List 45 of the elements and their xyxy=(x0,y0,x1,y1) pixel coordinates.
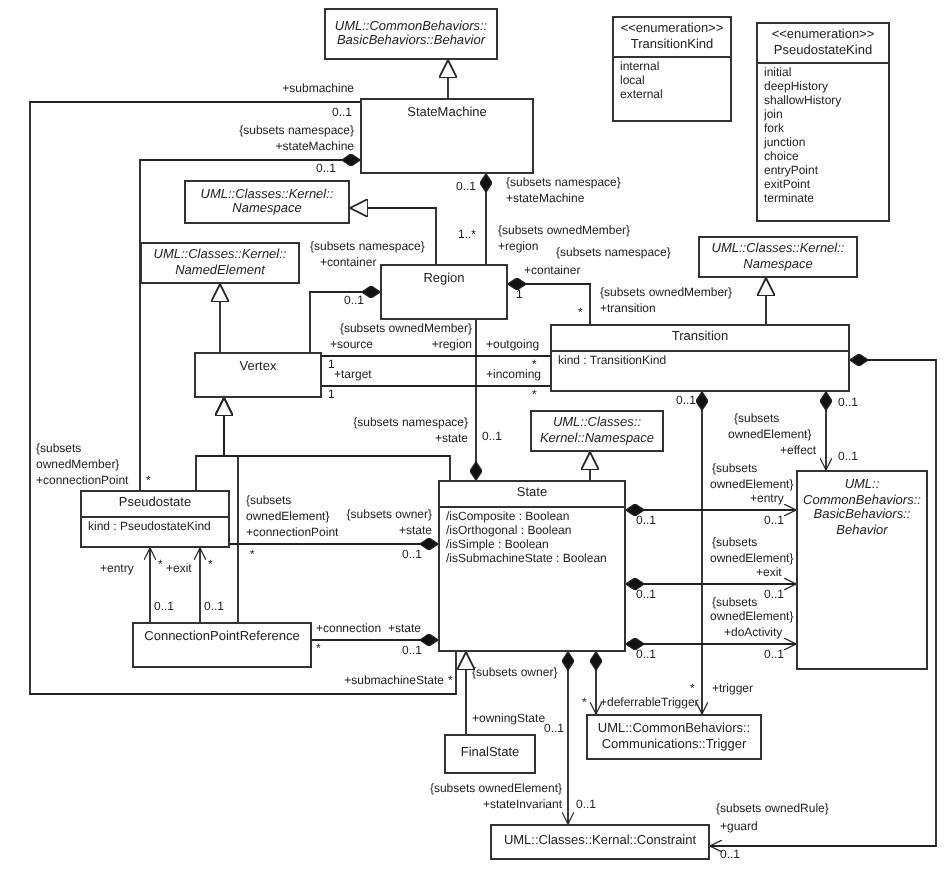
composition-line xyxy=(479,173,493,265)
generalization-arrow xyxy=(580,451,600,481)
generalization-arrow xyxy=(456,651,476,735)
association-line xyxy=(193,547,207,623)
class-box xyxy=(132,622,312,668)
enumeration-box xyxy=(756,22,890,222)
generalization-arrow xyxy=(756,277,776,325)
composition-line xyxy=(589,651,603,715)
composition-line xyxy=(229,537,439,551)
enumeration-box xyxy=(612,16,732,122)
class-box xyxy=(530,410,664,452)
composition-line xyxy=(561,651,575,825)
class-box xyxy=(438,480,626,652)
composition-line xyxy=(311,633,439,647)
association-line xyxy=(143,547,157,623)
class-box xyxy=(324,8,498,60)
composition-line xyxy=(709,353,937,853)
class-box xyxy=(586,714,762,760)
class-box xyxy=(698,236,858,278)
composition-line xyxy=(625,577,797,591)
association-line xyxy=(29,101,457,695)
class-box xyxy=(490,824,710,860)
class-box xyxy=(80,490,230,548)
composition-line xyxy=(139,153,361,491)
association-line xyxy=(321,355,551,357)
class-box xyxy=(140,242,300,284)
class-box xyxy=(184,180,350,224)
generalization-arrow xyxy=(349,198,437,265)
class-box xyxy=(194,352,322,398)
class-box xyxy=(550,324,850,392)
composition-line xyxy=(309,285,381,353)
generalization-arrow xyxy=(438,59,458,99)
composition-line xyxy=(625,637,797,651)
class-box xyxy=(380,264,508,320)
generalization-arrow xyxy=(214,397,239,623)
composition-line xyxy=(625,503,797,517)
composition-line xyxy=(695,391,709,715)
composition-line xyxy=(819,391,833,471)
class-box xyxy=(360,98,534,174)
class-box xyxy=(444,734,536,774)
association-line xyxy=(321,385,551,387)
generalization-arrow xyxy=(210,283,230,353)
composition-line xyxy=(469,319,483,481)
class-box xyxy=(796,470,928,670)
composition-line xyxy=(507,277,591,325)
